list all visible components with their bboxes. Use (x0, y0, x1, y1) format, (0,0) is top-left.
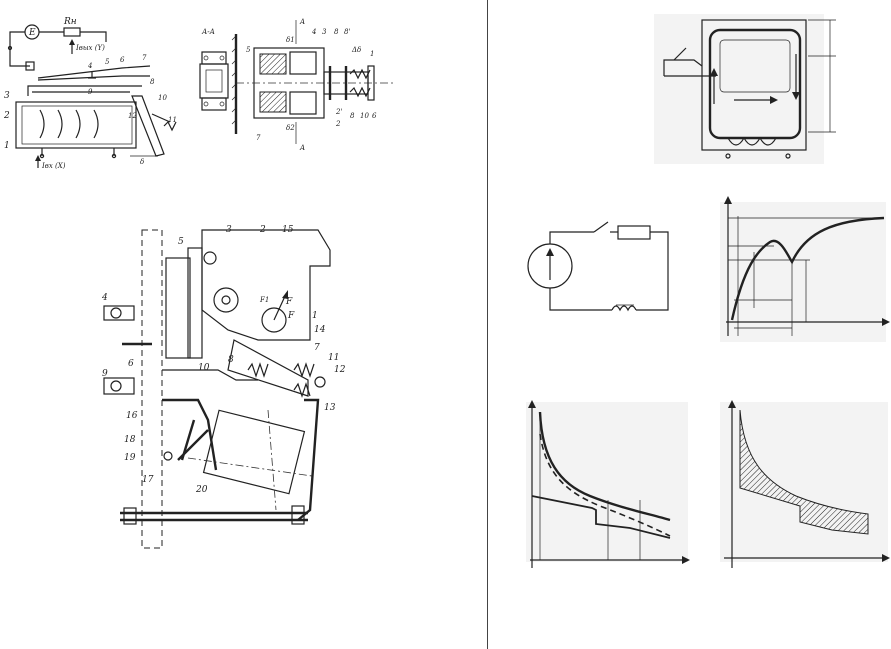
svg-text:2: 2 (335, 120, 341, 128)
svg-text:15: 15 (282, 225, 294, 235)
svg-text:A: A (299, 144, 305, 152)
magnetic-core-figure (654, 14, 838, 166)
svg-text:5: 5 (246, 46, 251, 54)
svg-text:1: 1 (312, 311, 318, 321)
traction-curves-figure (520, 400, 690, 570)
svg-text:3: 3 (226, 225, 232, 235)
svg-text:8: 8 (150, 78, 155, 86)
svg-text:19: 19 (124, 453, 136, 463)
svg-text:9: 9 (102, 369, 108, 379)
hatched-region (739, 409, 869, 535)
svg-text:F: F (287, 311, 295, 321)
svg-text:8: 8 (228, 355, 234, 365)
svg-text:11: 11 (168, 116, 177, 124)
resistor-rn (63, 27, 81, 37)
svg-text:4: 4 (87, 62, 92, 70)
svg-text:16: 16 (126, 411, 138, 421)
svg-text:Δδ: Δδ (351, 46, 361, 54)
svg-text:14: 14 (314, 325, 326, 335)
svg-text:10: 10 (360, 112, 369, 120)
svg-text:8': 8' (344, 28, 350, 36)
resistor (617, 225, 651, 240)
svg-text:5: 5 (178, 237, 184, 247)
svg-text:7: 7 (142, 54, 147, 62)
svg-text:10: 10 (198, 363, 210, 373)
svg-text:Iвх (X): Iвх (X) (41, 162, 66, 170)
svg-text:8: 8 (350, 112, 355, 120)
transient-curve-figure (714, 196, 890, 346)
svg-text:δ2: δ2 (286, 124, 295, 132)
svg-text:8: 8 (334, 28, 339, 36)
svg-text:20: 20 (195, 485, 208, 495)
svg-text:3: 3 (4, 91, 10, 101)
inductor (611, 305, 637, 312)
svg-text:Rн: Rн (63, 17, 77, 27)
svg-text:2': 2' (335, 108, 342, 116)
relay-section-figure: А-А A A δ1 δ2 Δδ 5 4 3 8 8' 1 2' 2 8 10 … (190, 14, 405, 154)
svg-text:δ: δ (140, 158, 144, 166)
svg-text:6: 6 (120, 56, 125, 64)
svg-text:7: 7 (314, 343, 320, 353)
svg-text:12: 12 (334, 365, 346, 375)
page-divider (487, 0, 488, 649)
svg-text:А-А: А-А (201, 28, 215, 36)
svg-text:18: 18 (124, 435, 136, 445)
svg-text:4: 4 (101, 293, 108, 303)
svg-text:δ1: δ1 (286, 36, 295, 44)
svg-text:13: 13 (324, 403, 336, 413)
svg-text:3: 3 (322, 28, 327, 36)
svg-text:4: 4 (311, 28, 316, 36)
svg-text:1: 1 (370, 50, 374, 58)
svg-text:2: 2 (259, 225, 266, 235)
svg-text:6: 6 (128, 359, 134, 369)
svg-text:17: 17 (142, 475, 154, 485)
svg-text:2: 2 (3, 111, 10, 121)
svg-text:9: 9 (88, 88, 93, 96)
hatched-area-figure (714, 400, 890, 570)
svg-text:A: A (299, 18, 305, 26)
svg-text:1: 1 (4, 141, 10, 151)
label-iout: Iвых (Y) (75, 44, 105, 52)
svg-text:5: 5 (105, 58, 110, 66)
relay-schematic-figure: E Rн Iвых (Y) Iвх (X) δ 1 2 3 4 5 6 7 8 … (2, 14, 182, 174)
svg-text:6: 6 (372, 112, 377, 120)
svg-text:12: 12 (128, 112, 137, 120)
circuit-figure (522, 218, 682, 318)
label-e: E (28, 28, 36, 38)
svg-text:F: F (285, 297, 293, 307)
svg-text:7: 7 (256, 134, 261, 142)
svg-text:11: 11 (328, 353, 339, 363)
switch-blade (593, 221, 609, 233)
contactor-drawing-figure: F F1 F 5 3 2 15 4 1 14 7 6 8 11 12 9 10 … (98, 220, 368, 550)
svg-text:10: 10 (158, 94, 167, 102)
svg-text:F1: F1 (259, 296, 269, 304)
